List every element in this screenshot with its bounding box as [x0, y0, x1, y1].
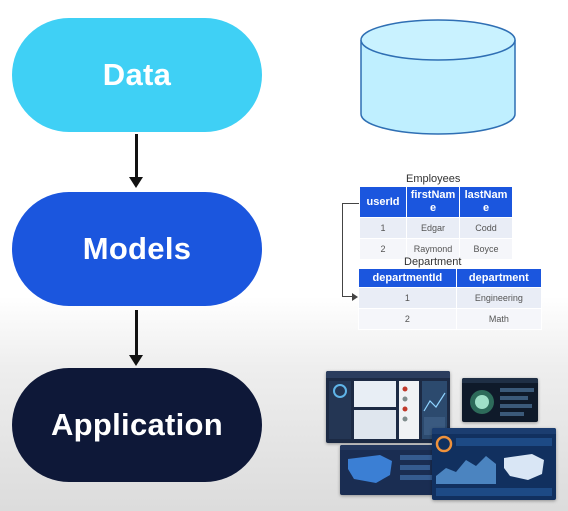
relation-connector — [342, 203, 359, 204]
table-cell: Edgar — [406, 217, 460, 239]
column-header: lastName — [459, 186, 513, 218]
dashboard-screenshot — [432, 428, 556, 500]
table-cell: Raymond — [406, 238, 460, 260]
table-cell: Codd — [459, 217, 513, 239]
table-cell: 2 — [358, 308, 457, 330]
table-cell: Math — [455, 308, 543, 330]
department-caption: Department — [404, 256, 462, 268]
models-node: Models — [12, 192, 262, 306]
column-header: departmentId — [358, 268, 457, 288]
relation-arrowhead — [352, 293, 358, 301]
models-node-label: Models — [82, 231, 192, 266]
column-header: userId — [359, 186, 407, 218]
table-row: 1 Engineering — [358, 287, 543, 309]
database-cylinder-icon — [360, 19, 516, 135]
dashboard-screenshot — [462, 378, 538, 422]
arrow-models-to-application — [129, 310, 143, 366]
data-node: Data — [12, 18, 262, 132]
table-row: 2 Raymond Boyce — [359, 238, 513, 260]
table-cell: Boyce — [459, 238, 513, 260]
dashboard-screenshot — [340, 445, 440, 495]
column-header: firstName — [406, 186, 460, 218]
department-table: departmentId department 1 Engineering 2 … — [358, 268, 543, 330]
relation-connector — [342, 203, 343, 297]
application-node-label: Application — [50, 407, 224, 442]
data-node-label: Data — [102, 57, 172, 92]
application-node: Application — [12, 368, 262, 482]
table-cell: 2 — [359, 238, 407, 260]
table-row: 1 Edgar Codd — [359, 217, 513, 239]
employees-table: userId firstName lastName 1 Edgar Codd 2… — [359, 186, 513, 260]
table-row: 2 Math — [358, 308, 543, 330]
table-cell: 1 — [359, 217, 407, 239]
table-cell: 1 — [358, 287, 457, 309]
relation-connector — [342, 296, 354, 297]
table-cell: Engineering — [455, 287, 543, 309]
employees-caption: Employees — [406, 173, 461, 185]
arrow-data-to-models — [129, 134, 143, 188]
dashboard-screenshot — [326, 371, 450, 443]
column-header: department — [455, 268, 543, 288]
